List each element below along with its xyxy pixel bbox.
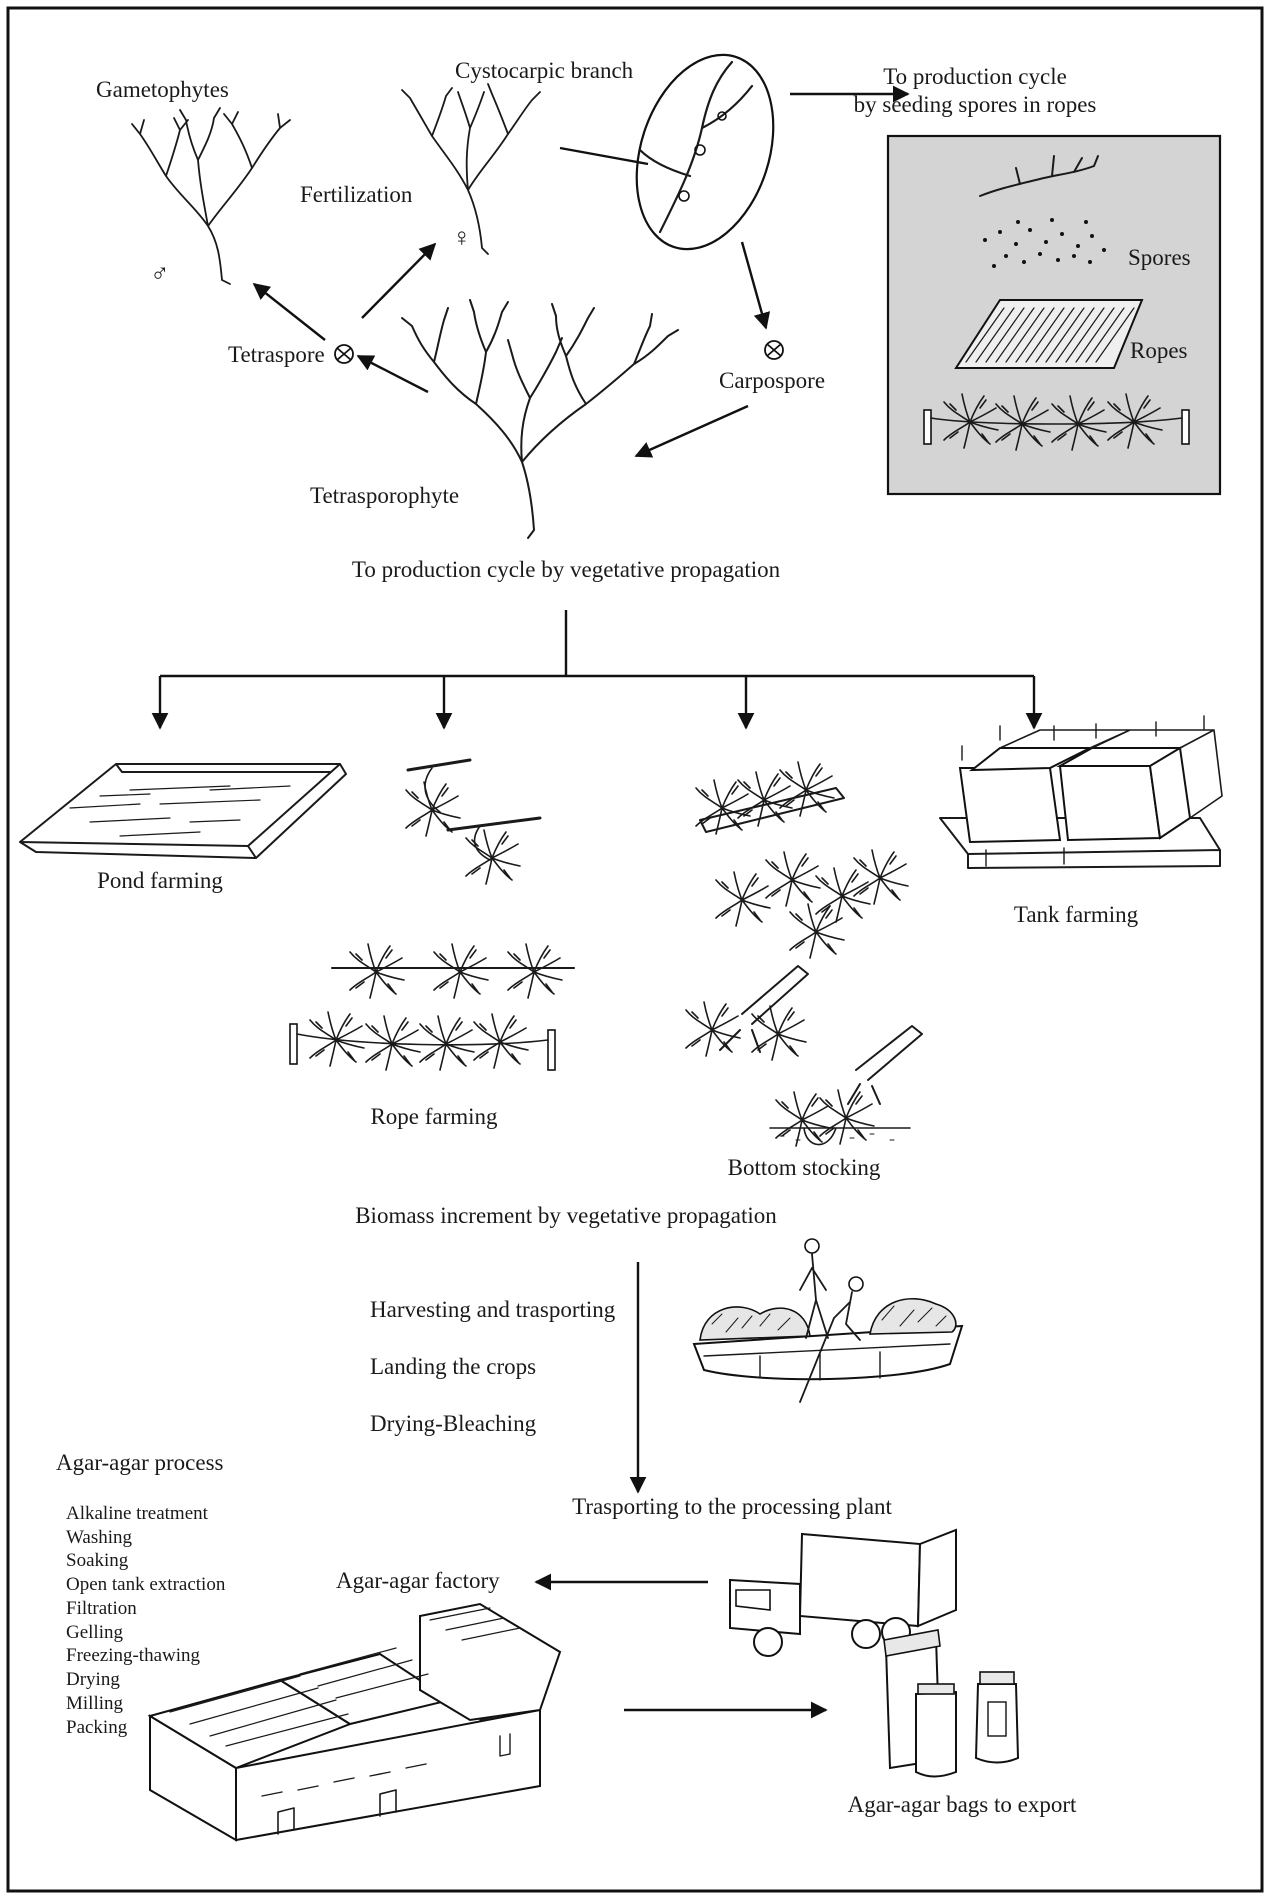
tank-farming-label: Tank farming (1014, 902, 1139, 927)
agar-bags-icon (883, 1629, 1020, 1778)
bottom-stocking-icon (685, 761, 923, 1147)
cystocarpic-branch-label: Cystocarpic branch (455, 58, 634, 83)
process-step: Soaking (66, 1550, 129, 1571)
ropes-label: Ropes (1130, 338, 1188, 363)
male-symbol: ♂ (150, 259, 170, 288)
process-step: Packing (66, 1717, 128, 1738)
arrow-tetraspore-to-cystocarpic (361, 242, 437, 319)
arrow-ellipse-to-carpospore (740, 241, 771, 330)
harvest-step-1: Harvesting and trasporting (370, 1297, 616, 1322)
spores-label: Spores (1128, 245, 1191, 270)
biomass-label: Biomass increment by vegetative propagat… (355, 1203, 777, 1228)
seed-label-line1: To production cycle (883, 64, 1067, 89)
factory-label: Agar-agar factory (336, 1568, 500, 1593)
process-step: Gelling (66, 1622, 123, 1643)
process-step: Drying (66, 1669, 120, 1690)
process-step: Alkaline treatment (66, 1503, 209, 1524)
harvest-step-3: Drying-Bleaching (370, 1411, 537, 1436)
arrow-tetraspore-to-gametophyte (252, 282, 326, 341)
arrow-carpospore-to-tetrasporophyte (634, 404, 749, 458)
process-title: Agar-agar process (56, 1450, 224, 1475)
tetrasporophyte-label: Tetrasporophyte (310, 483, 459, 508)
tetraspore-label: Tetraspore (228, 342, 325, 367)
truck-icon (729, 1528, 957, 1657)
transport-label: Trasporting to the processing plant (572, 1494, 892, 1519)
carpospore-icon (764, 340, 784, 360)
vegetative-title: To production cycle by vegetative propag… (352, 557, 781, 582)
tetraspore-icon (334, 344, 354, 364)
spores-dots (983, 218, 1106, 268)
agar-bags-label: Agar-agar bags to export (848, 1792, 1077, 1817)
line-branch-to-ellipse (559, 146, 649, 166)
process-steps: Alkaline treatment Washing Soaking Open … (66, 1503, 226, 1738)
process-step: Open tank extraction (66, 1574, 226, 1595)
seeding-panel: Spores Ropes (886, 134, 1222, 496)
rope-frame-icon (954, 299, 1144, 369)
rope-farming-icon (289, 758, 575, 1071)
arrow-tetrasporophyte-to-tetraspore (356, 354, 429, 394)
process-step: Milling (66, 1693, 124, 1714)
harvest-step-2: Landing the crops (370, 1354, 536, 1379)
cystocarpic-plant-icon (401, 83, 541, 255)
gametophytes-label: Gametophytes (96, 77, 229, 102)
female-symbol: ♀ (452, 223, 472, 252)
rope-farming-label: Rope farming (370, 1104, 498, 1129)
outer-frame (6, 6, 1264, 1893)
process-step: Freezing-thawing (66, 1645, 201, 1666)
carpospore-label: Carpospore (719, 368, 825, 393)
pond-farming-label: Pond farming (97, 868, 223, 893)
cystocarp-magnified-icon (635, 53, 775, 251)
branch-connector (151, 610, 1043, 730)
process-step: Filtration (66, 1598, 137, 1619)
factory-icon (147, 1602, 562, 1842)
boat-icon (692, 1238, 964, 1403)
seeded-rope-icon (923, 393, 1190, 451)
pond-icon (19, 763, 347, 859)
tank-farming-icon (939, 715, 1223, 869)
tetrasporophyte-plant-icon (401, 299, 679, 539)
bottom-stocking-label: Bottom stocking (728, 1155, 881, 1180)
fertilization-label: Fertilization (300, 182, 413, 207)
process-step: Washing (66, 1527, 133, 1548)
seed-label-line2: by seeding spores in ropes (854, 92, 1097, 117)
gametophyte-plant-icon (131, 107, 291, 285)
